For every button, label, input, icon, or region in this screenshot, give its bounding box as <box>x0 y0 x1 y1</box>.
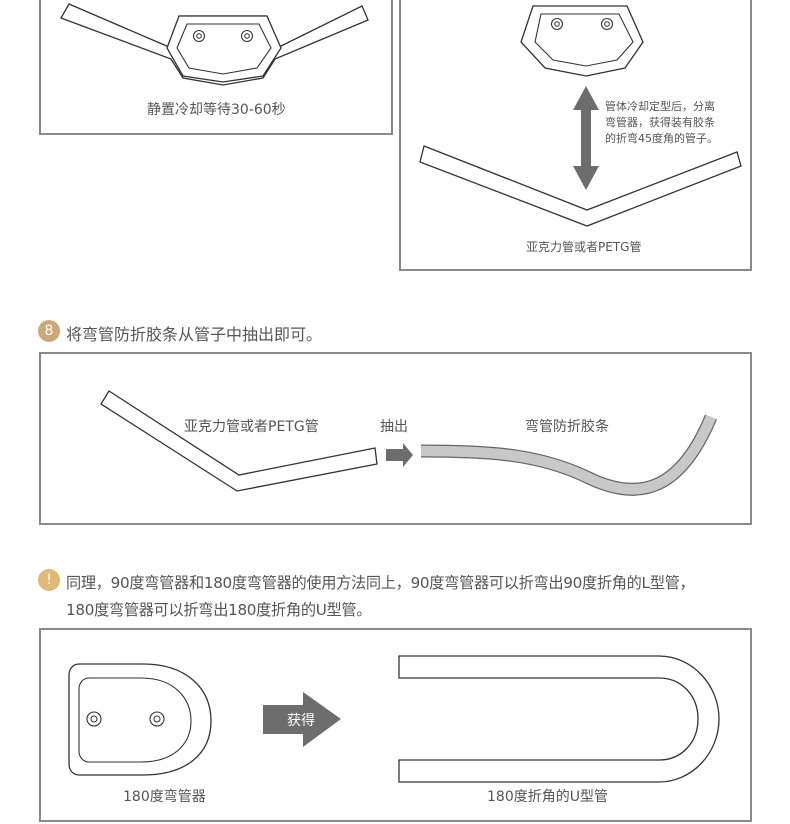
pull-arrow <box>386 443 413 467</box>
separate-note-line2: 弯管器，获得装有胶条 <box>605 116 715 129</box>
pull-strip-illustration <box>100 390 717 496</box>
pull-strip-panel: 亚克力管或者PETG管 抽出 弯管防折胶条 <box>39 352 752 525</box>
step-number-badge: 8 <box>38 320 60 342</box>
note-line2: 180度弯管器可以折弯出180度折角的U型管。 <box>66 601 372 619</box>
strip-label: 弯管防折胶条 <box>525 419 609 435</box>
bender-180-label: 180度弯管器 <box>123 789 206 805</box>
separate-note-line1: 管体冷却定型后，分离 <box>605 100 715 113</box>
u-tube-shape <box>398 655 720 783</box>
up-down-arrow <box>573 86 599 190</box>
separate-illustration <box>419 5 742 227</box>
pull-tube-label: 亚克力管或者PETG管 <box>184 419 319 435</box>
u-tube-panel: 获得 180度弯管器 180度折角的U型管 <box>39 628 752 822</box>
cooling-caption: 静置冷却等待30-60秒 <box>147 102 286 118</box>
separate-panel: 管体冷却定型后，分离 弯管器，获得装有胶条 的折弯45度角的管子。 亚克力管或者… <box>399 0 752 271</box>
exclamation-icon: ! <box>38 569 60 591</box>
note-line1: 同理，90度弯管器和180度弯管器的使用方法同上，90度弯管器可以折弯出90度折… <box>66 574 695 592</box>
separate-tube-label: 亚克力管或者PETG管 <box>526 240 642 254</box>
obtain-label: 获得 <box>287 713 315 729</box>
pull-out-label: 抽出 <box>380 419 408 435</box>
u-tube-label: 180度折角的U型管 <box>487 789 608 805</box>
u-tube-illustration <box>68 655 720 783</box>
step8-text: 将弯管防折胶条从管子中抽出即可。 <box>66 325 323 344</box>
separate-note-line3: 的折弯45度角的管子。 <box>605 132 718 145</box>
bender-45-illustration <box>60 3 369 86</box>
cooling-panel: 静置冷却等待30-60秒 <box>39 0 393 135</box>
obtain-arrow <box>263 692 341 747</box>
bender-180-outline <box>68 663 212 776</box>
